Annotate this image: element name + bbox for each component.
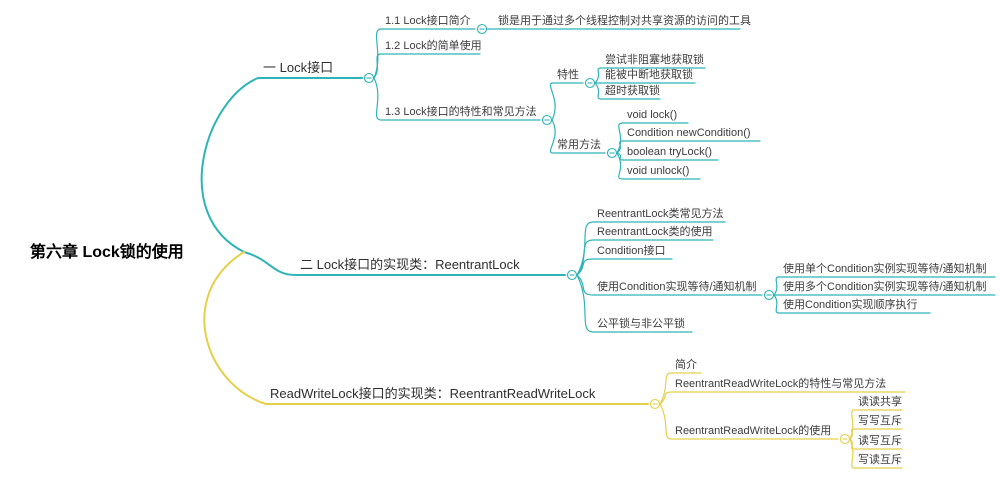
connector <box>616 140 761 154</box>
topic-fair-unfair-lock[interactable]: 公平锁与非公平锁 <box>597 318 685 330</box>
connector <box>616 122 689 154</box>
connector <box>773 276 996 296</box>
collapse-toggle-methods[interactable] <box>606 147 618 159</box>
topic-void-unlock[interactable]: void unlock() <box>627 165 690 177</box>
connector <box>659 403 839 440</box>
connector <box>576 274 763 296</box>
topic-single-condition[interactable]: 使用单个Condition实例实现等待/通知机制 <box>783 263 987 275</box>
topic-rwlock-usage[interactable]: ReentrantReadWriteLock的使用 <box>675 425 832 437</box>
connector <box>243 251 566 276</box>
topic-1-3-lock-features-methods[interactable]: 1.3 Lock接口的特性和常见方法 <box>385 106 537 118</box>
topic-1-2-lock-simple-use[interactable]: 1.2 Lock的简单使用 <box>385 40 482 52</box>
connector <box>576 274 693 333</box>
topic-write-read-exclusive[interactable]: 写读互斥 <box>858 454 902 466</box>
topic-try-lock[interactable]: boolean tryLock() <box>627 146 712 158</box>
connector <box>203 251 649 405</box>
connector <box>659 372 702 405</box>
topic-write-write-exclusive[interactable]: 写写互斥 <box>858 415 902 427</box>
topic-branch3-reentrantreadwritelock[interactable]: ReadWriteLock接口的实现类：ReentrantReadWriteLo… <box>270 386 596 401</box>
topic-condition-wait-notify[interactable]: 使用Condition实现等待/通知机制 <box>597 281 757 293</box>
collapse-toggle-features[interactable] <box>584 77 596 89</box>
connector <box>576 221 726 276</box>
topic-timeout-lock[interactable]: 超时获取锁 <box>605 85 660 97</box>
connector <box>576 239 714 276</box>
topic-try-nonblocking-lock[interactable]: 尝试非阻塞地获取锁 <box>605 54 704 66</box>
connector <box>200 77 363 253</box>
connector <box>373 53 481 79</box>
connector <box>616 152 701 180</box>
topic-reentrantlock-common-methods[interactable]: ReentrantLock类常见方法 <box>597 208 724 220</box>
topic-condition-sequential[interactable]: 使用Condition实现顺序执行 <box>783 299 918 311</box>
topic-interruptible-lock[interactable]: 能被中断地获取锁 <box>605 69 693 81</box>
connector <box>659 391 906 405</box>
collapse-toggle-rwlock-usage[interactable] <box>839 433 851 445</box>
connector <box>594 82 661 100</box>
topic-common-methods[interactable]: 常用方法 <box>557 139 601 151</box>
connector <box>773 294 931 314</box>
topic-multi-condition[interactable]: 使用多个Condition实例实现等待/通知机制 <box>783 281 987 293</box>
connector <box>594 67 706 84</box>
topic-rwlock-intro[interactable]: 简介 <box>675 359 697 371</box>
collapse-toggle-branch2[interactable] <box>566 269 578 281</box>
topic-void-lock[interactable]: void lock() <box>627 109 678 121</box>
collapse-toggle-branch1[interactable] <box>363 72 375 84</box>
connector <box>616 152 719 161</box>
topic-read-read-share[interactable]: 读读共享 <box>858 396 902 408</box>
topic-features[interactable]: 特性 <box>557 69 579 81</box>
topic-rwlock-features-methods[interactable]: ReentrantReadWriteLock的特性与常见方法 <box>675 378 887 390</box>
topic-new-condition[interactable]: Condition newCondition() <box>627 127 751 139</box>
topic-condition-interface[interactable]: Condition接口 <box>597 245 666 257</box>
topic-branch2-reentrantlock[interactable]: 二 Lock接口的实现类：ReentrantLock <box>300 257 520 272</box>
topic-1-1-lock-intro[interactable]: 1.1 Lock接口简介 <box>385 15 471 27</box>
connector <box>549 82 584 121</box>
topic-root[interactable]: 第六章 Lock锁的使用 <box>30 244 184 261</box>
connector <box>849 438 903 469</box>
topic-reentrantlock-usage[interactable]: ReentrantLock类的使用 <box>597 226 713 238</box>
collapse-toggle-condition-wait-notify[interactable] <box>763 289 775 301</box>
collapse-toggle-1-3[interactable] <box>541 114 553 126</box>
connector <box>373 77 541 121</box>
connector <box>849 428 903 440</box>
connector <box>576 258 673 276</box>
topic-branch1-lock-interface[interactable]: 一 Lock接口 <box>263 60 334 75</box>
connector <box>849 409 903 440</box>
collapse-toggle-1-1[interactable] <box>476 23 488 35</box>
topic-read-write-exclusive[interactable]: 读写互斥 <box>858 435 902 447</box>
connector <box>549 119 606 154</box>
topic-lock-definition[interactable]: 锁是用于通过多个线程控制对共享资源的访问的工具 <box>498 15 751 27</box>
collapse-toggle-branch3[interactable] <box>649 398 661 410</box>
